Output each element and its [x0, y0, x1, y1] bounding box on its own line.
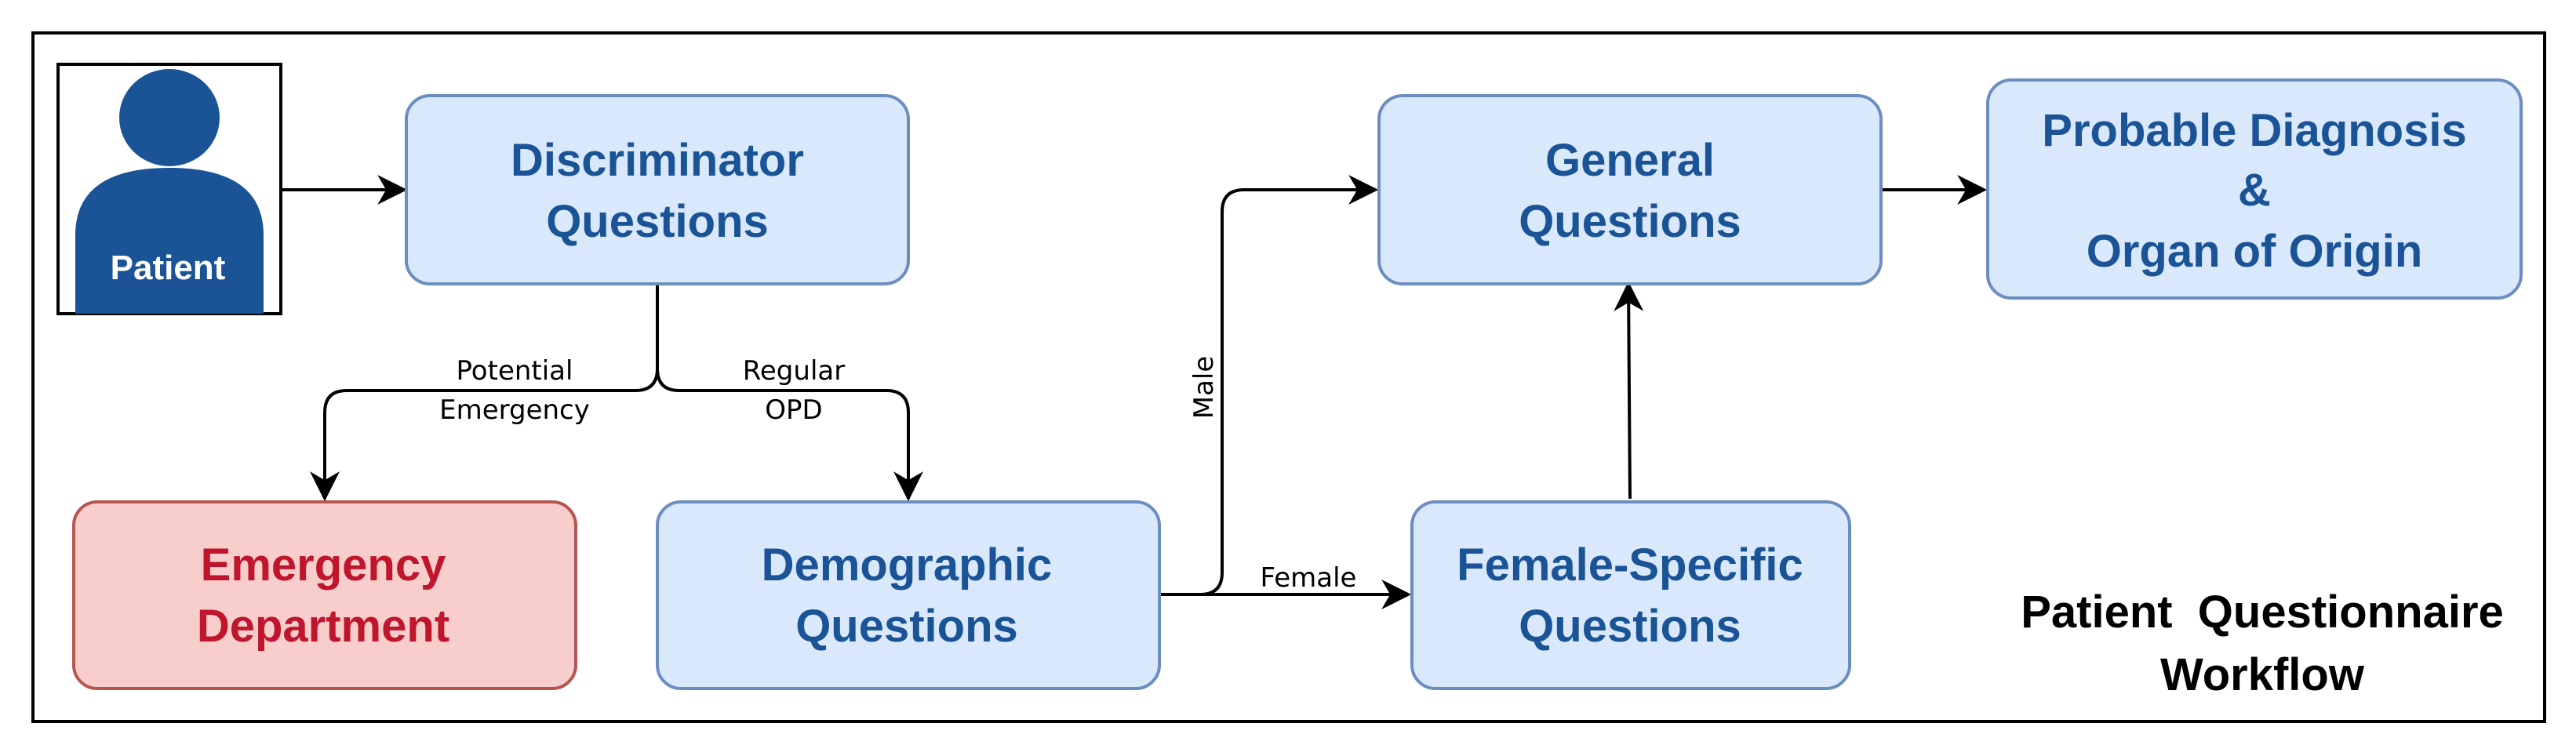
- patient-label: Patient: [111, 249, 226, 287]
- patient-node: Patient: [56, 63, 282, 315]
- edge-label-emergency: Emergency: [439, 394, 590, 426]
- diagnosis-line1: Probable Diagnosis: [2042, 105, 2466, 156]
- diagram-frame: [31, 31, 2546, 723]
- demographic-line2: Questions: [795, 601, 1018, 652]
- female-specific-line1: Female-Specific: [1457, 540, 1803, 591]
- discriminator-line2: Questions: [546, 196, 769, 247]
- female-specific-line2: Questions: [1519, 601, 1741, 652]
- diagnosis-line2: &: [2238, 165, 2271, 216]
- probable-diagnosis-node: Probable Diagnosis & Organ of Origin: [1986, 78, 2523, 300]
- edge-discriminator-to-emergency: [310, 284, 659, 502]
- person-silhouette-icon: [75, 69, 264, 314]
- discriminator-questions-node: Discriminator Questions: [405, 94, 910, 285]
- edge-female-specific-to-general: [1614, 281, 1644, 500]
- edge-label-potential: Potential: [457, 355, 573, 387]
- diagnosis-line3: Organ of Origin: [2087, 226, 2423, 277]
- discriminator-line1: Discriminator: [511, 135, 804, 186]
- title-line2: Workflow: [2160, 649, 2365, 700]
- edge-label-female: Female: [1261, 562, 1357, 594]
- general-line1: General: [1545, 135, 1715, 186]
- demographic-line1: Demographic: [762, 540, 1053, 591]
- emergency-line1: Emergency: [201, 540, 446, 591]
- emergency-department-node: Emergency Department: [72, 500, 577, 690]
- demographic-questions-node: Demographic Questions: [656, 500, 1161, 690]
- title-line1: Patient Questionnaire: [2021, 587, 2504, 638]
- edge-label-male: Male: [1188, 356, 1220, 420]
- edge-discriminator-to-demographic: [656, 368, 923, 502]
- diagram-title: Patient Questionnaire Workflow: [2021, 587, 2504, 700]
- edge-label-opd: OPD: [765, 394, 822, 426]
- female-specific-questions-node: Female-Specific Questions: [1410, 500, 1851, 690]
- emergency-line2: Department: [197, 601, 449, 652]
- general-questions-node: General Questions: [1377, 94, 1883, 285]
- edge-label-regular: Regular: [743, 355, 845, 387]
- general-line2: Questions: [1519, 196, 1741, 247]
